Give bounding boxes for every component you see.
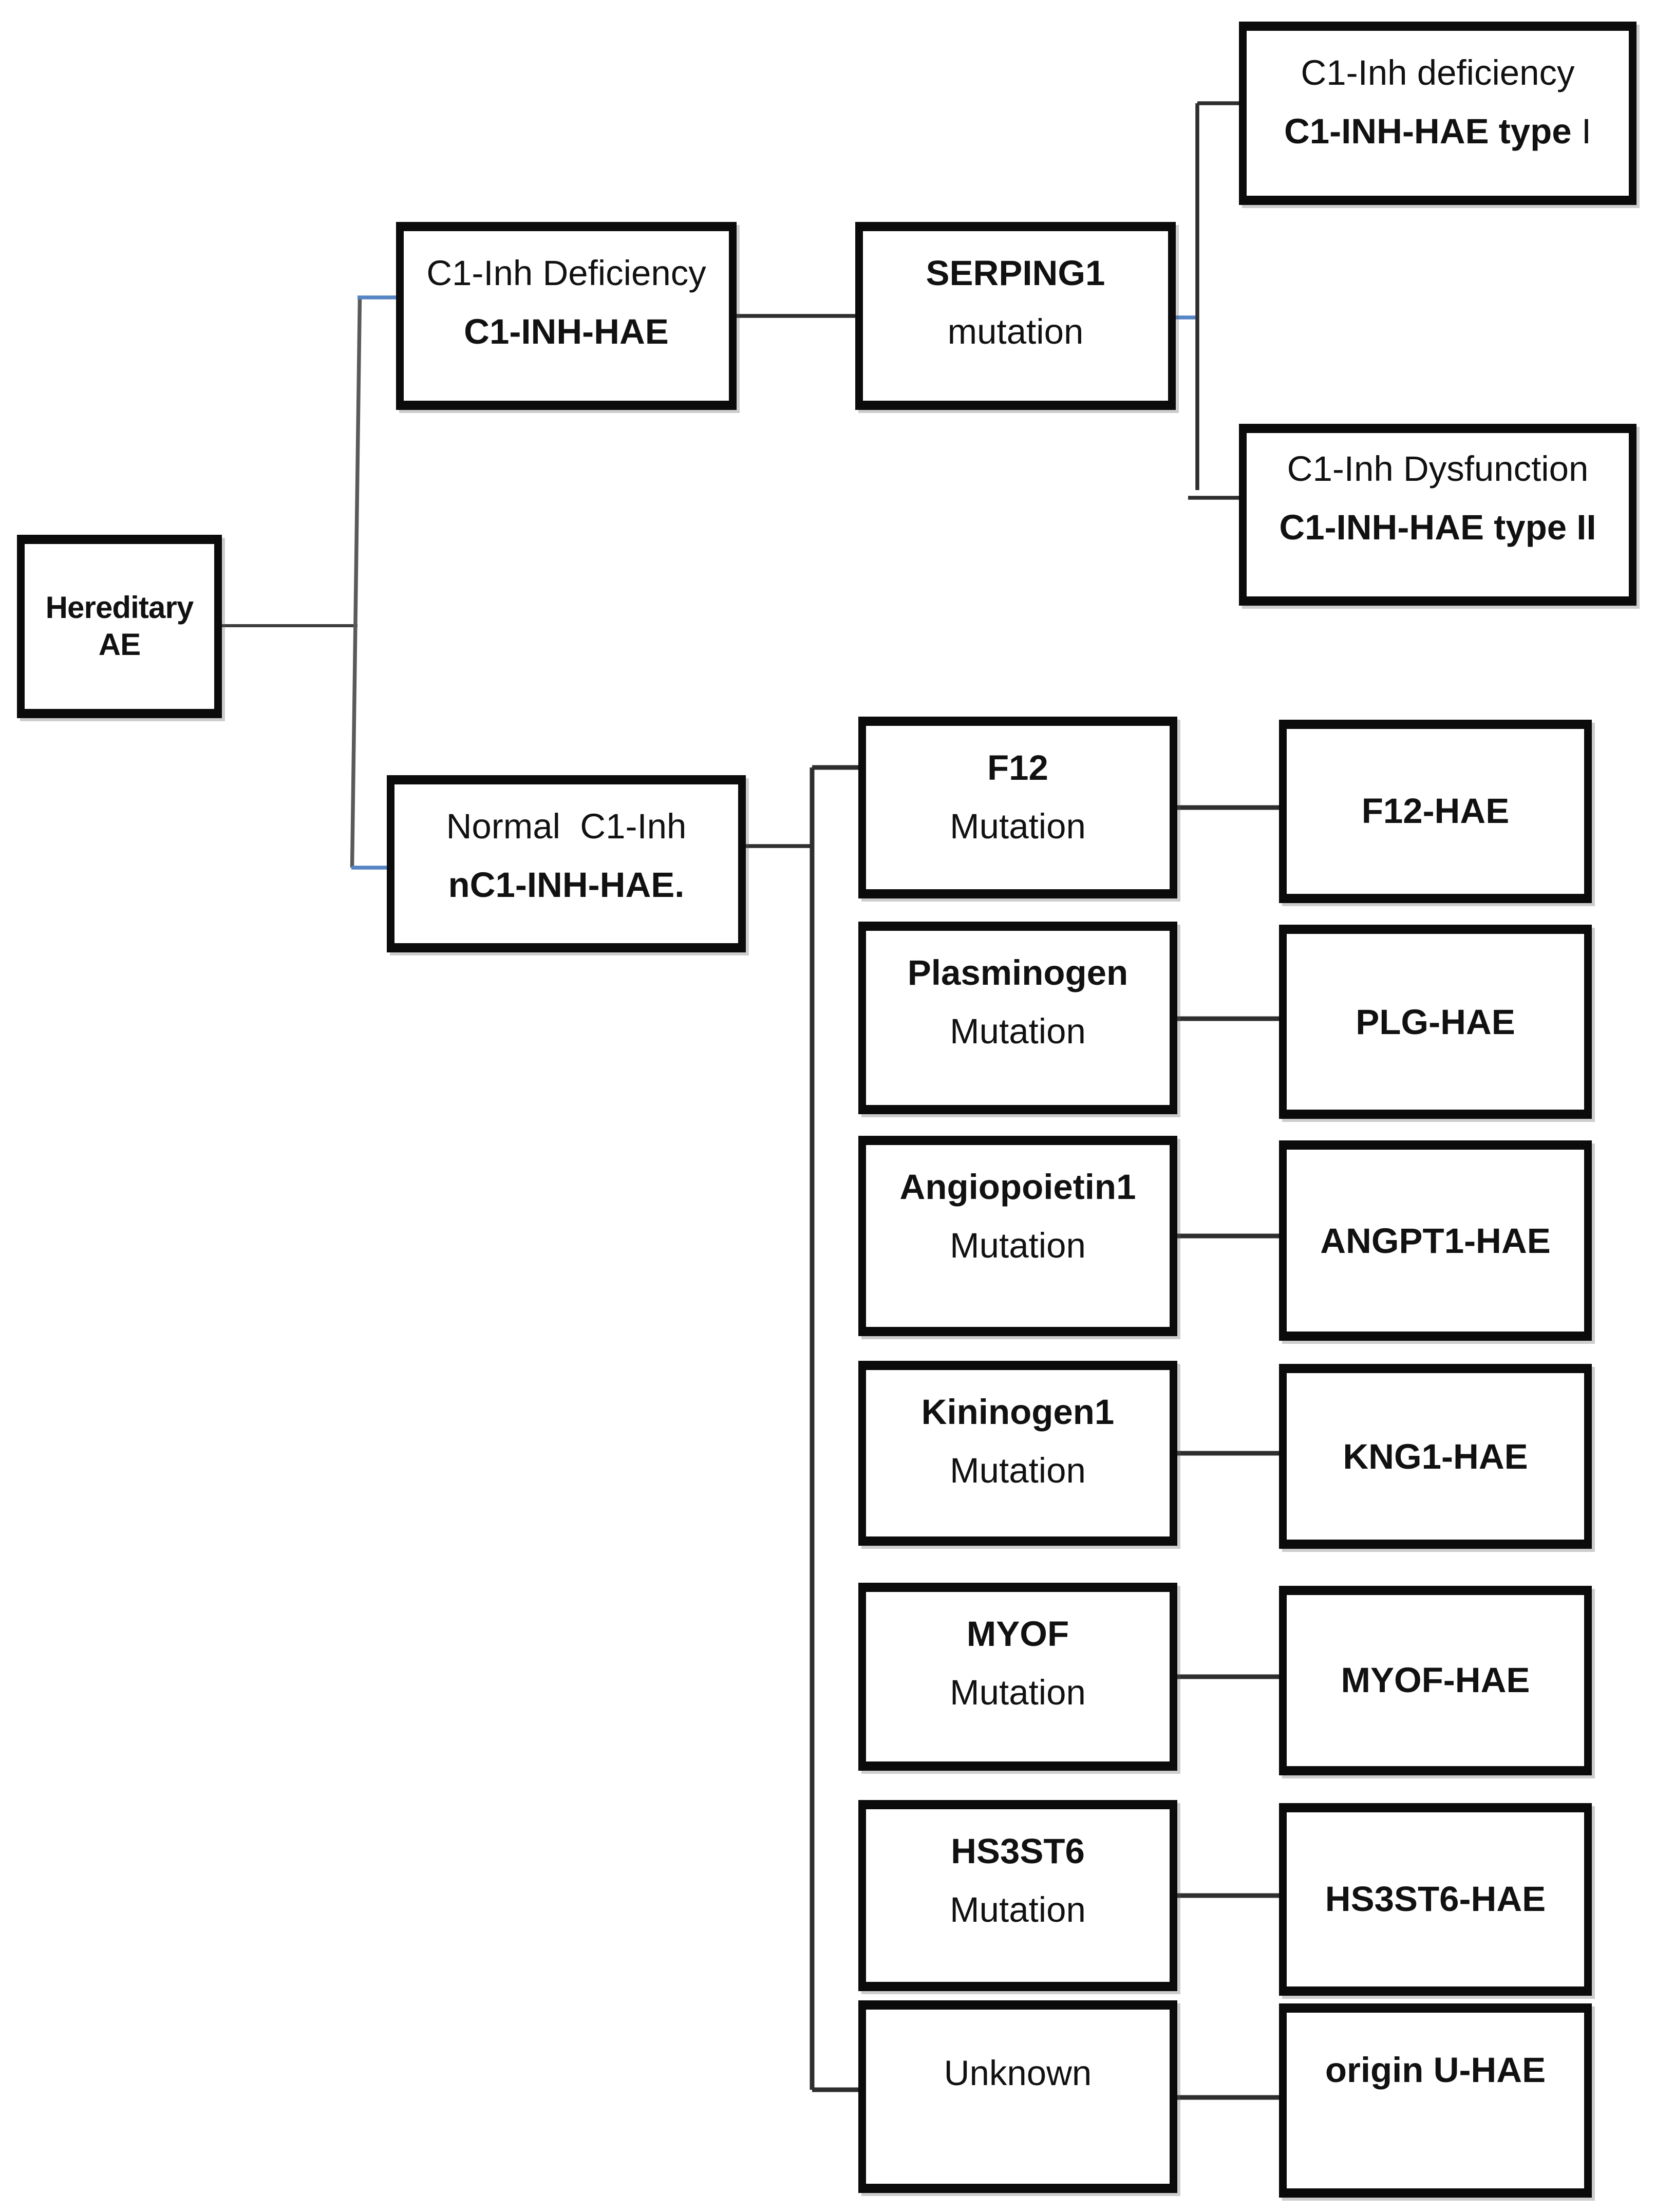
node-gene-plasminogen: Plasminogen Mutation (858, 922, 1177, 1114)
type1-line2-regular: I (1581, 111, 1592, 151)
gene-myof-label: Mutation (950, 1672, 1086, 1712)
c1-deficiency-line1: C1-Inh Deficiency (426, 253, 706, 293)
node-gene-kininogen1: Kininogen1 Mutation (858, 1361, 1177, 1546)
node-hereditary-ae-label: Hereditary AE (45, 591, 194, 662)
type1-line2: C1-INH-HAE type I (1247, 102, 1629, 160)
gene-f12-label: Mutation (950, 806, 1086, 846)
gene-hs3st6-name: HS3ST6 (951, 1831, 1085, 1871)
node-result-f12-hae: F12-HAE (1279, 720, 1592, 903)
node-c1-inh-hae-type-1: C1-Inh deficiency C1-INH-HAE type I (1239, 22, 1637, 205)
result-kng1-hae-label: KNG1-HAE (1343, 1435, 1528, 1476)
node-result-kng1-hae: KNG1-HAE (1279, 1364, 1592, 1549)
node-result-angpt1-hae: ANGPT1-HAE (1279, 1140, 1592, 1341)
branch-trunk-left (350, 297, 362, 868)
gene-plg-label: Mutation (950, 1011, 1086, 1051)
gene-angpt1-name: Angiopoietin1 (899, 1167, 1136, 1207)
normal-c1-line1: Normal C1-Inh (446, 806, 687, 846)
gene-angpt1-label: Mutation (950, 1225, 1086, 1265)
type1-line2-bold: C1-INH-HAE type (1284, 111, 1572, 151)
gene-hs3st6-label: Mutation (950, 1889, 1086, 1929)
result-plg-hae-label: PLG-HAE (1356, 1001, 1515, 1041)
node-hereditary-ae: Hereditary AE (17, 535, 222, 718)
node-result-u-hae: origin U-HAE (1279, 2003, 1592, 2198)
serping1-line1: SERPING1 (926, 253, 1105, 293)
gene-plg-name: Plasminogen (907, 952, 1129, 992)
type2-line2: C1-INH-HAE type II (1279, 507, 1596, 547)
node-c1-inh-hae-type-2: C1-Inh Dysfunction C1-INH-HAE type II (1239, 424, 1637, 606)
gene-kng1-name: Kininogen1 (921, 1392, 1115, 1432)
node-serping1-mutation: SERPING1 mutation (855, 222, 1176, 410)
node-c1-inh-deficiency: C1-Inh Deficiency C1-INH-HAE (396, 222, 737, 410)
node-gene-unknown: Unknown (858, 2000, 1177, 2193)
result-u-hae-label: origin U-HAE (1325, 2050, 1546, 2090)
node-gene-myof: MYOF Mutation (858, 1583, 1177, 1771)
c1-deficiency-line2: C1-INH-HAE (464, 311, 669, 351)
node-normal-c1-inh: Normal C1-Inh nC1-INH-HAE. (387, 775, 746, 952)
node-result-plg-hae: PLG-HAE (1279, 925, 1592, 1119)
node-gene-hs3st6: HS3ST6 Mutation (858, 1800, 1177, 1991)
gene-unknown-name: Unknown (944, 2053, 1092, 2093)
gene-myof-name: MYOF (966, 1614, 1069, 1654)
result-angpt1-hae-label: ANGPT1-HAE (1320, 1220, 1551, 1260)
serping1-line2: mutation (947, 311, 1084, 351)
node-gene-angiopoietin1: Angiopoietin1 Mutation (858, 1136, 1177, 1336)
result-hs3st6-hae-label: HS3ST6-HAE (1325, 1879, 1546, 1919)
node-result-myof-hae: MYOF-HAE (1279, 1586, 1592, 1775)
node-gene-f12: F12 Mutation (858, 717, 1177, 898)
type1-line1: C1-Inh deficiency (1301, 52, 1575, 92)
normal-c1-line2: nC1-INH-HAE. (448, 865, 685, 905)
type2-line1: C1-Inh Dysfunction (1287, 448, 1589, 489)
result-f12-hae-label: F12-HAE (1361, 791, 1510, 831)
gene-kng1-label: Mutation (950, 1450, 1086, 1490)
node-result-hs3st6-hae: HS3ST6-HAE (1279, 1803, 1592, 1996)
result-myof-hae-label: MYOF-HAE (1341, 1660, 1530, 1700)
gene-f12-name: F12 (987, 747, 1048, 788)
